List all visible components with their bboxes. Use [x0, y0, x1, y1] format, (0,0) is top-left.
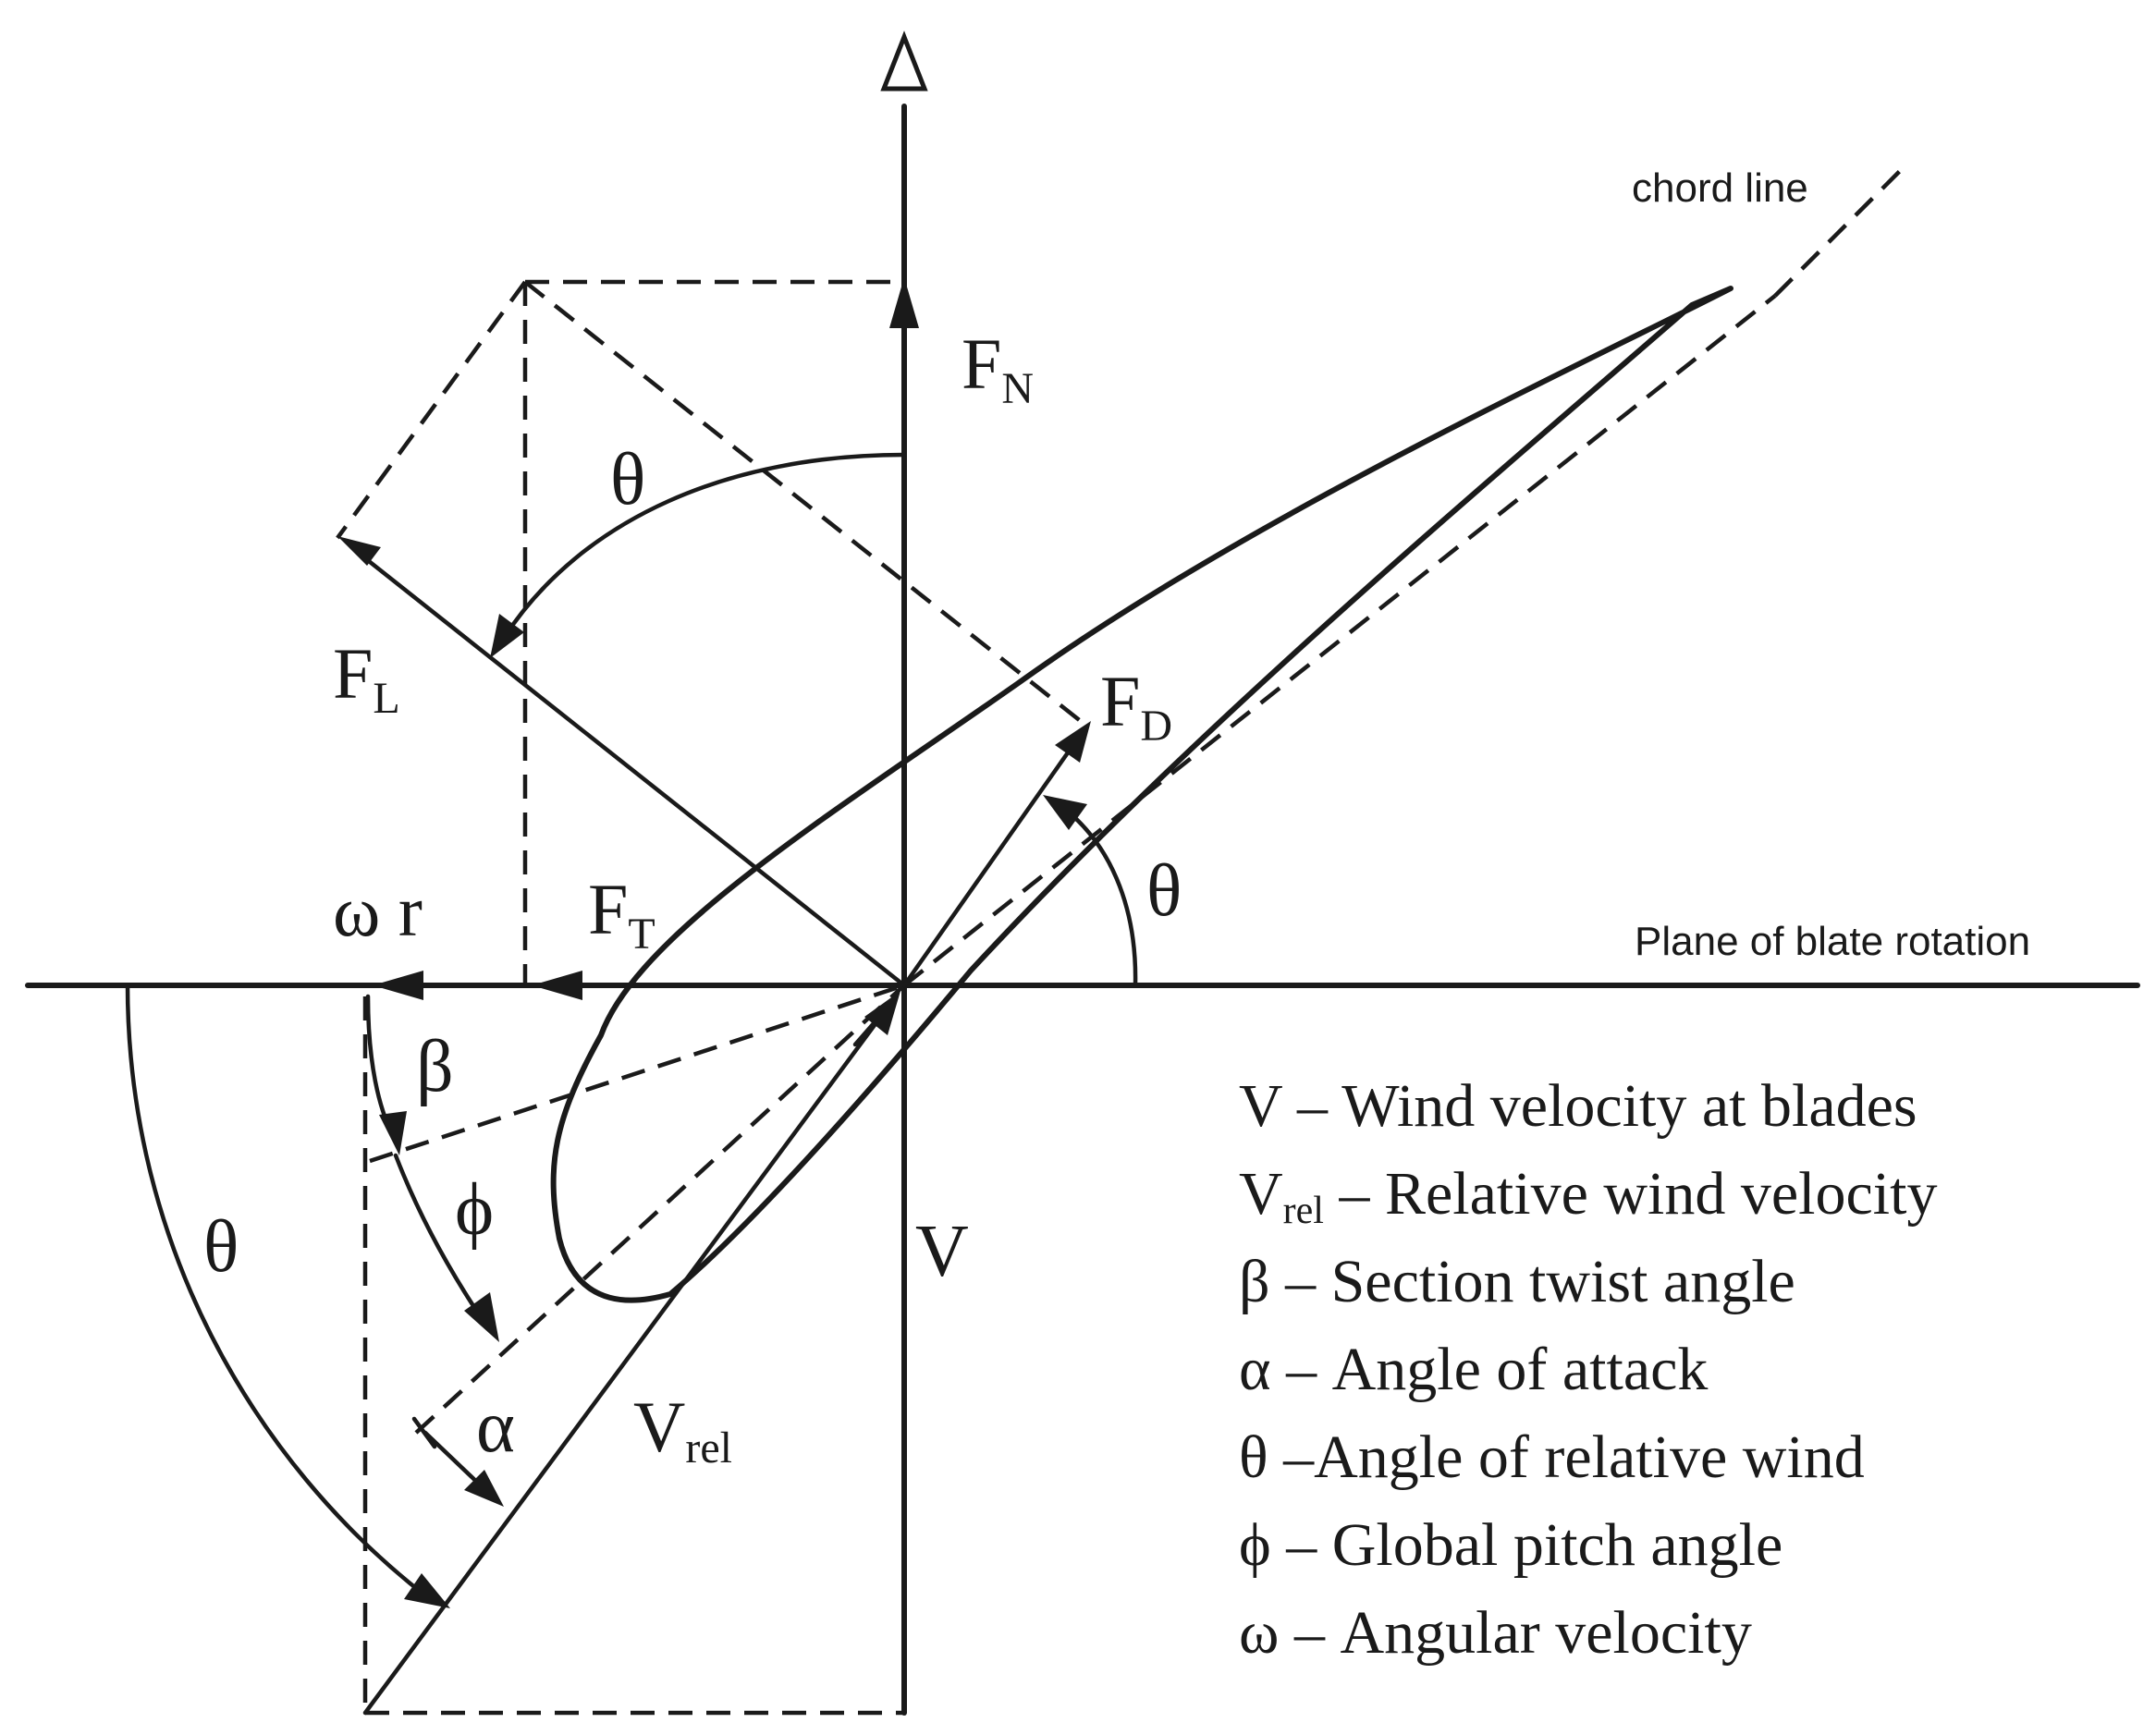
alpha-marker: [411, 1416, 504, 1507]
drag-force-vector: [901, 721, 1091, 988]
label-beta: β: [416, 1026, 454, 1107]
legend-item-beta: β – Section twist angle: [1239, 1248, 1795, 1315]
airfoil-outline: [550, 286, 1733, 1303]
label-theta-top: θ: [610, 439, 645, 520]
lift-force-vector: [337, 536, 907, 988]
label-phi: ϕ: [455, 1169, 494, 1251]
tangential-force-vector: [532, 971, 582, 1000]
label-theta-right: θ: [1146, 850, 1182, 932]
theta-arc-left: [125, 983, 450, 1608]
theta-arc-right: [1043, 795, 1138, 988]
legend-item-theta: θ –Angle of relative wind: [1239, 1423, 1865, 1491]
beta-arc: [365, 994, 407, 1155]
wind-velocity-vector: [852, 1005, 890, 1047]
theta-arc-top: [490, 452, 907, 658]
legend-item-phi: ϕ – Global pitch angle: [1239, 1511, 1782, 1579]
legend-item-v: V – Wind velocity at blades: [1239, 1072, 1917, 1140]
phi-arc: [393, 1153, 499, 1342]
legend-item-omega: ω – Angular velocity: [1239, 1599, 1752, 1667]
label-plane-of-rotation: Plane of blate rotation: [1635, 919, 2030, 964]
label-v: V: [915, 1211, 969, 1292]
vertical-axis-hollow-arrowhead: [880, 31, 928, 92]
label-chord-line: chord line: [1632, 165, 1808, 211]
label-theta-left: θ: [203, 1206, 239, 1288]
label-vrel: Vrel: [633, 1387, 732, 1472]
omega-r-vector: [373, 971, 423, 1000]
legend-item-vrel: Vrel – Relative wind velocity: [1239, 1160, 1937, 1232]
label-fd: FD: [1100, 661, 1172, 751]
dashed-construction-lines: [336, 169, 1902, 1716]
label-alpha: α: [476, 1387, 515, 1468]
legend-item-alpha: α – Angle of attack: [1239, 1336, 1708, 1403]
label-omega-r: ω r: [333, 871, 423, 951]
label-fl: FL: [333, 633, 400, 723]
label-ft: FT: [588, 869, 655, 959]
label-fn: FN: [962, 324, 1034, 413]
legend: V – Wind velocity at blades Vrel – Relat…: [1239, 1072, 1937, 1667]
normal-force-vector: [889, 277, 919, 328]
